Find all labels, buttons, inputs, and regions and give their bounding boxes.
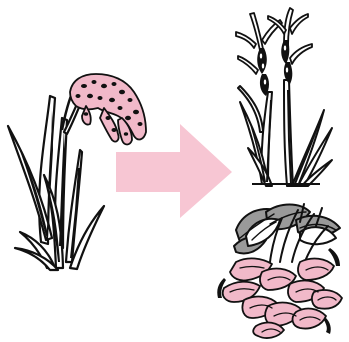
wheat-leaves <box>238 80 332 186</box>
right-arrow-icon <box>116 124 232 218</box>
left-plant-flower-head <box>70 74 146 145</box>
wheat-stalk-icon <box>236 8 332 186</box>
leafy-herb-cluster-icon <box>217 204 342 338</box>
herb-pink-shoots <box>223 258 342 338</box>
wheat-heads <box>236 8 312 74</box>
